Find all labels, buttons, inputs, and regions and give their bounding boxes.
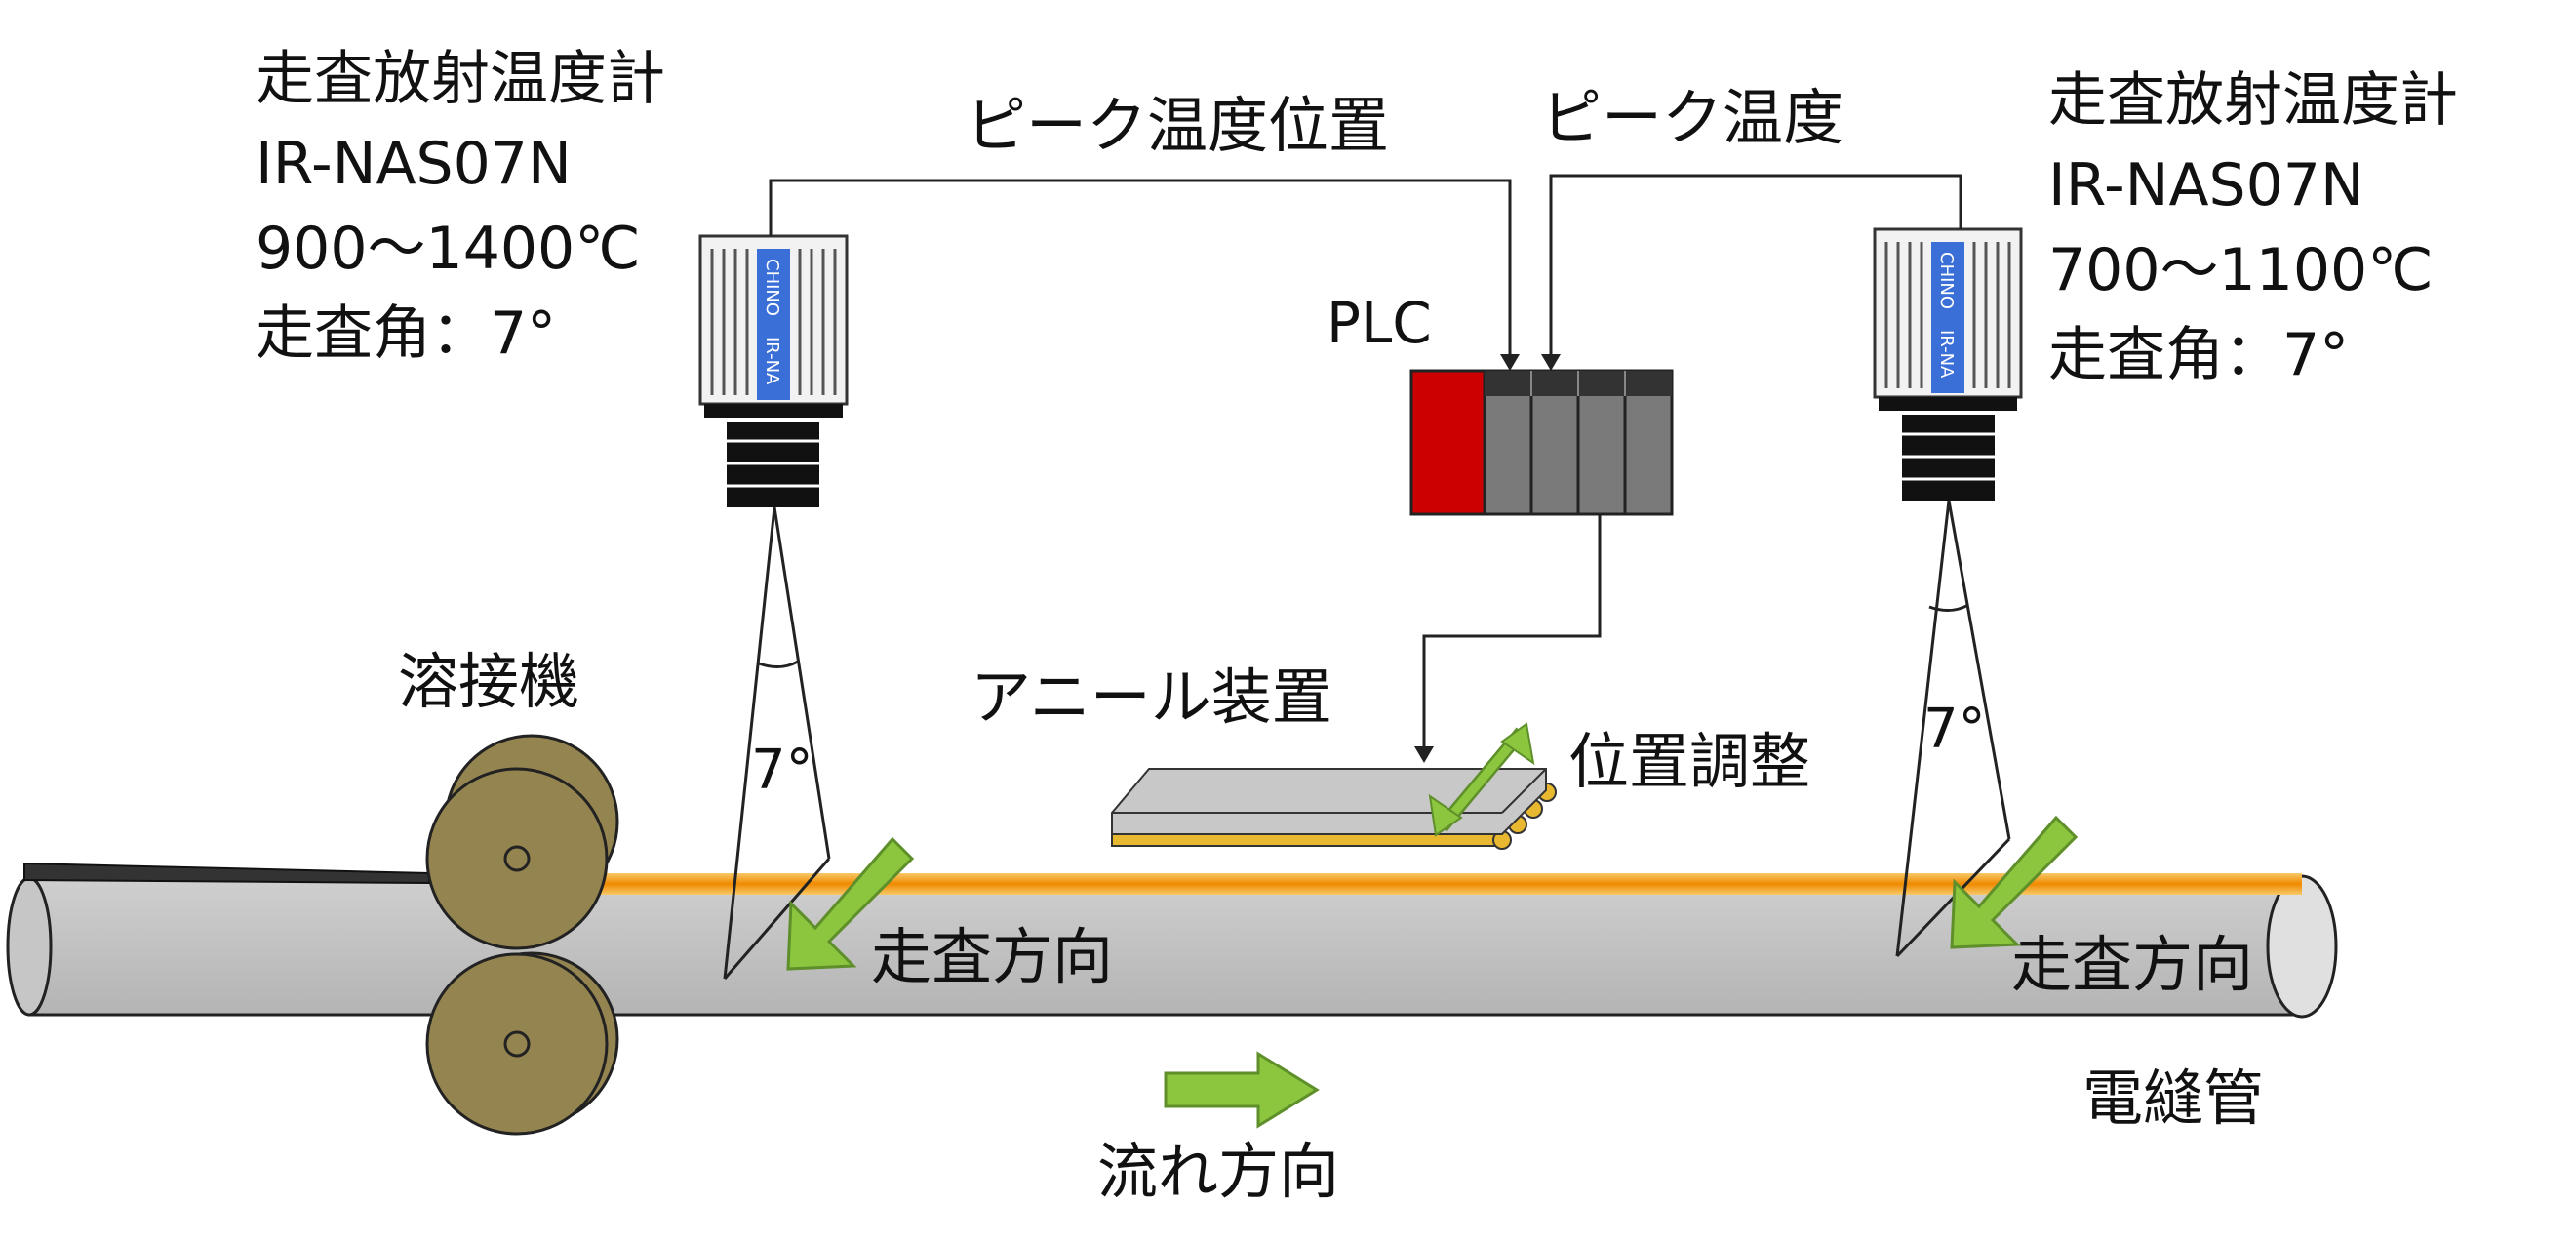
left-scan-fan — [723, 506, 831, 980]
position-adjust-arrow — [1428, 722, 1535, 837]
scan-direction-left-label: 走査方向 — [871, 921, 1114, 992]
angle-right-label: 7° — [1923, 698, 1986, 761]
angle-left-label: 7° — [751, 739, 813, 802]
signal-wiring — [769, 174, 1962, 751]
right-sensor-label: IR-NA — [1936, 330, 1957, 379]
left-scan-direction-arrow — [786, 836, 915, 971]
peak-position-label: ピーク温度位置 — [966, 90, 1390, 161]
right-sensor-model: IR-NAS07N — [2048, 151, 2364, 220]
left-sensor-info: 走査放射温度計 IR-NAS07N 900～1400℃ 走査角：7° — [256, 37, 665, 377]
left-sensor-range: 900～1400℃ — [256, 215, 641, 283]
flow-direction-arrow — [1164, 1051, 1320, 1129]
welding-rolls — [425, 734, 619, 1136]
electric-welded-pipe — [6, 862, 2338, 1019]
plc-unit — [1409, 369, 1674, 516]
weld-seam — [585, 873, 2302, 895]
welder-label: 溶接機 — [398, 646, 580, 717]
scan-direction-right-label: 走査方向 — [2011, 929, 2254, 1000]
left-sensor-title: 走査放射温度計 — [256, 45, 665, 113]
left-sensor-model: IR-NAS07N — [256, 130, 572, 198]
left-sensor-scan-angle: 走査角：7° — [256, 300, 557, 368]
peak-temperature-label: ピーク温度 — [1541, 82, 1844, 153]
right-scanning-thermometer: CHINO IR-NA — [1873, 227, 2023, 501]
right-sensor-title: 走査放射温度計 — [2048, 66, 2458, 135]
left-sensor-brand: CHINO — [762, 259, 782, 316]
pipe-label: 電縫管 — [2082, 1063, 2265, 1134]
position-adjust-label: 位置調整 — [1568, 726, 1811, 797]
plc-label: PLC — [1327, 290, 1432, 356]
right-sensor-scan-angle: 走査角：7° — [2048, 321, 2350, 389]
right-sensor-info: 走査放射温度計 IR-NAS07N 700～1100℃ 走査角：7° — [2048, 59, 2458, 398]
left-sensor-label: IR-NA — [762, 337, 782, 385]
right-sensor-brand: CHINO — [1936, 252, 1957, 309]
signal-arrowheads — [1414, 354, 1561, 763]
right-scan-direction-arrow — [1950, 815, 2079, 949]
flow-direction-label: 流れ方向 — [1097, 1136, 1340, 1207]
annealer-label: アニール装置 — [971, 662, 1332, 733]
left-scanning-thermometer: CHINO IR-NA — [698, 234, 849, 507]
right-sensor-range: 700～1100℃ — [2048, 236, 2434, 304]
